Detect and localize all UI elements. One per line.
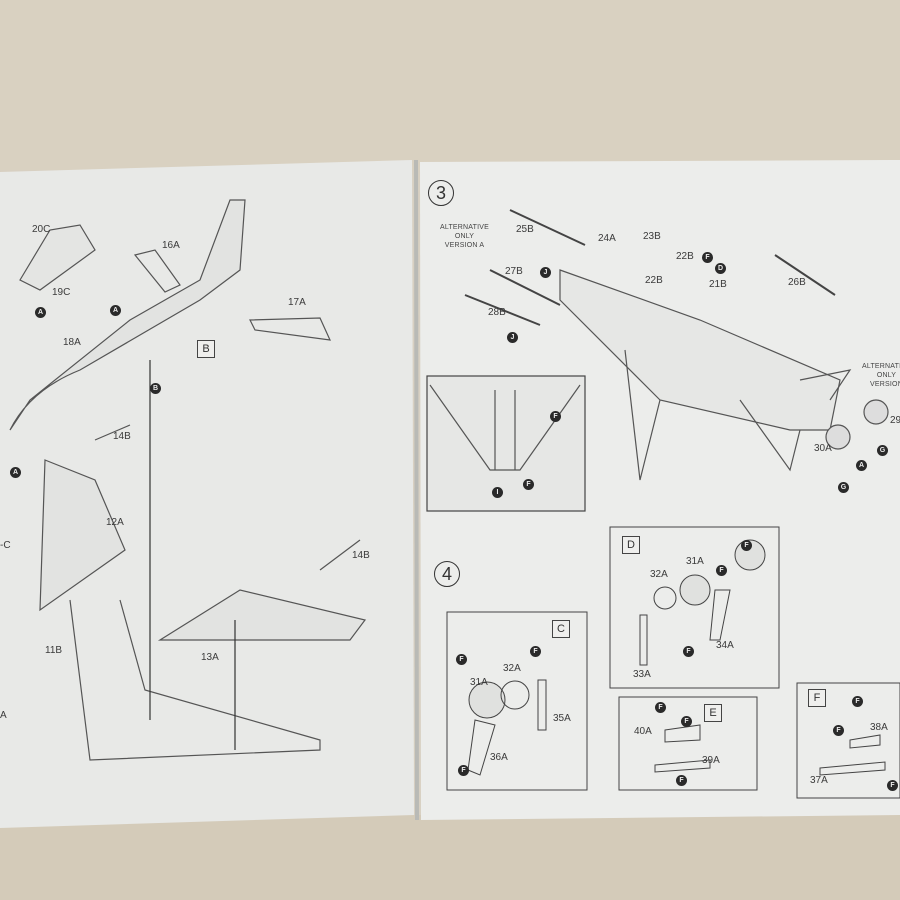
marker: G xyxy=(838,482,849,493)
box-e-label: E xyxy=(704,704,722,722)
part-label: 33A xyxy=(633,669,651,680)
marker: A xyxy=(35,307,46,318)
note-line: VERSION A xyxy=(444,242,485,249)
part-label: 23B xyxy=(643,231,661,242)
part-label: 39A xyxy=(702,755,720,766)
marker: A xyxy=(10,467,21,478)
marker: F xyxy=(887,780,898,791)
part-label: 32A xyxy=(650,569,668,580)
part-label: 30A xyxy=(814,443,832,454)
part-label: 18A xyxy=(63,337,81,348)
marker: A xyxy=(856,460,867,471)
part-label: 19C xyxy=(52,287,71,298)
step3-aircraft-drawing xyxy=(426,209,889,512)
alternative-note-right: ALTERNATIVE ONLY VERSION xyxy=(862,362,900,389)
marker: F xyxy=(833,725,844,736)
part-label: 32A xyxy=(503,663,521,674)
aircraft-fuselage-drawing xyxy=(9,199,367,761)
marker: F xyxy=(681,716,692,727)
box-f-label: F xyxy=(808,689,826,707)
part-label: 20C xyxy=(32,224,51,235)
marker: F xyxy=(655,702,666,713)
marker: G xyxy=(877,445,888,456)
part-label: 22B xyxy=(676,251,694,262)
part-label: 29 xyxy=(890,415,900,426)
part-label: 11B xyxy=(45,645,63,656)
part-label: 34A xyxy=(716,640,734,651)
part-label: 31A xyxy=(686,556,704,567)
note-line: ONLY xyxy=(454,233,475,240)
note-line: ONLY xyxy=(876,372,897,379)
part-label: 22B xyxy=(645,275,663,286)
part-label: 28B xyxy=(488,307,506,318)
marker: F xyxy=(716,565,727,576)
box-d-label: D xyxy=(622,536,640,554)
marker: B xyxy=(150,383,161,394)
part-label: 27B xyxy=(505,266,523,277)
left-page xyxy=(0,160,414,828)
note-line: ALTERNATIVE xyxy=(440,224,490,231)
marker: D xyxy=(715,263,726,274)
part-label: 13A xyxy=(201,652,219,663)
marker: F xyxy=(852,696,863,707)
note-line: ALTERNATIVE xyxy=(862,363,900,370)
part-label: 37A xyxy=(810,775,828,786)
alternative-note: ALTERNATIVE ONLY VERSION A xyxy=(440,223,489,250)
part-label: 14B xyxy=(352,550,370,561)
marker: F xyxy=(676,775,687,786)
marker: F xyxy=(702,252,713,263)
marker: F xyxy=(458,765,469,776)
part-label: 25B xyxy=(516,224,534,235)
part-label: 35A xyxy=(553,713,571,724)
part-label: 36A xyxy=(490,752,508,763)
marker: F xyxy=(550,411,561,422)
box-c-label: C xyxy=(552,620,570,638)
part-label: 31A xyxy=(470,677,488,688)
step-3-number: 3 xyxy=(428,180,454,206)
marker: F xyxy=(456,654,467,665)
marker: F xyxy=(530,646,541,657)
marker: I xyxy=(492,487,503,498)
step-4-number: 4 xyxy=(434,561,460,587)
part-label: 17A xyxy=(288,297,306,308)
part-label: 14B xyxy=(113,431,131,442)
part-label: 21B xyxy=(709,279,727,290)
marker: F xyxy=(741,540,752,551)
part-label: 12A xyxy=(106,517,124,528)
marker: J xyxy=(507,332,518,343)
marker: J xyxy=(540,267,551,278)
cockpit-inset xyxy=(426,375,586,512)
part-label: 26B xyxy=(788,277,806,288)
part-label: 38A xyxy=(870,722,888,733)
marker: F xyxy=(523,479,534,490)
marker: A xyxy=(110,305,121,316)
part-label: -C xyxy=(0,540,11,551)
note-line: VERSION xyxy=(870,381,900,388)
part-label: 16A xyxy=(162,240,180,251)
marker: F xyxy=(683,646,694,657)
sub-assembly-label: B xyxy=(197,340,215,358)
part-label: 24A xyxy=(598,233,616,244)
part-label: 40A xyxy=(634,726,652,737)
part-label: A xyxy=(0,710,7,721)
